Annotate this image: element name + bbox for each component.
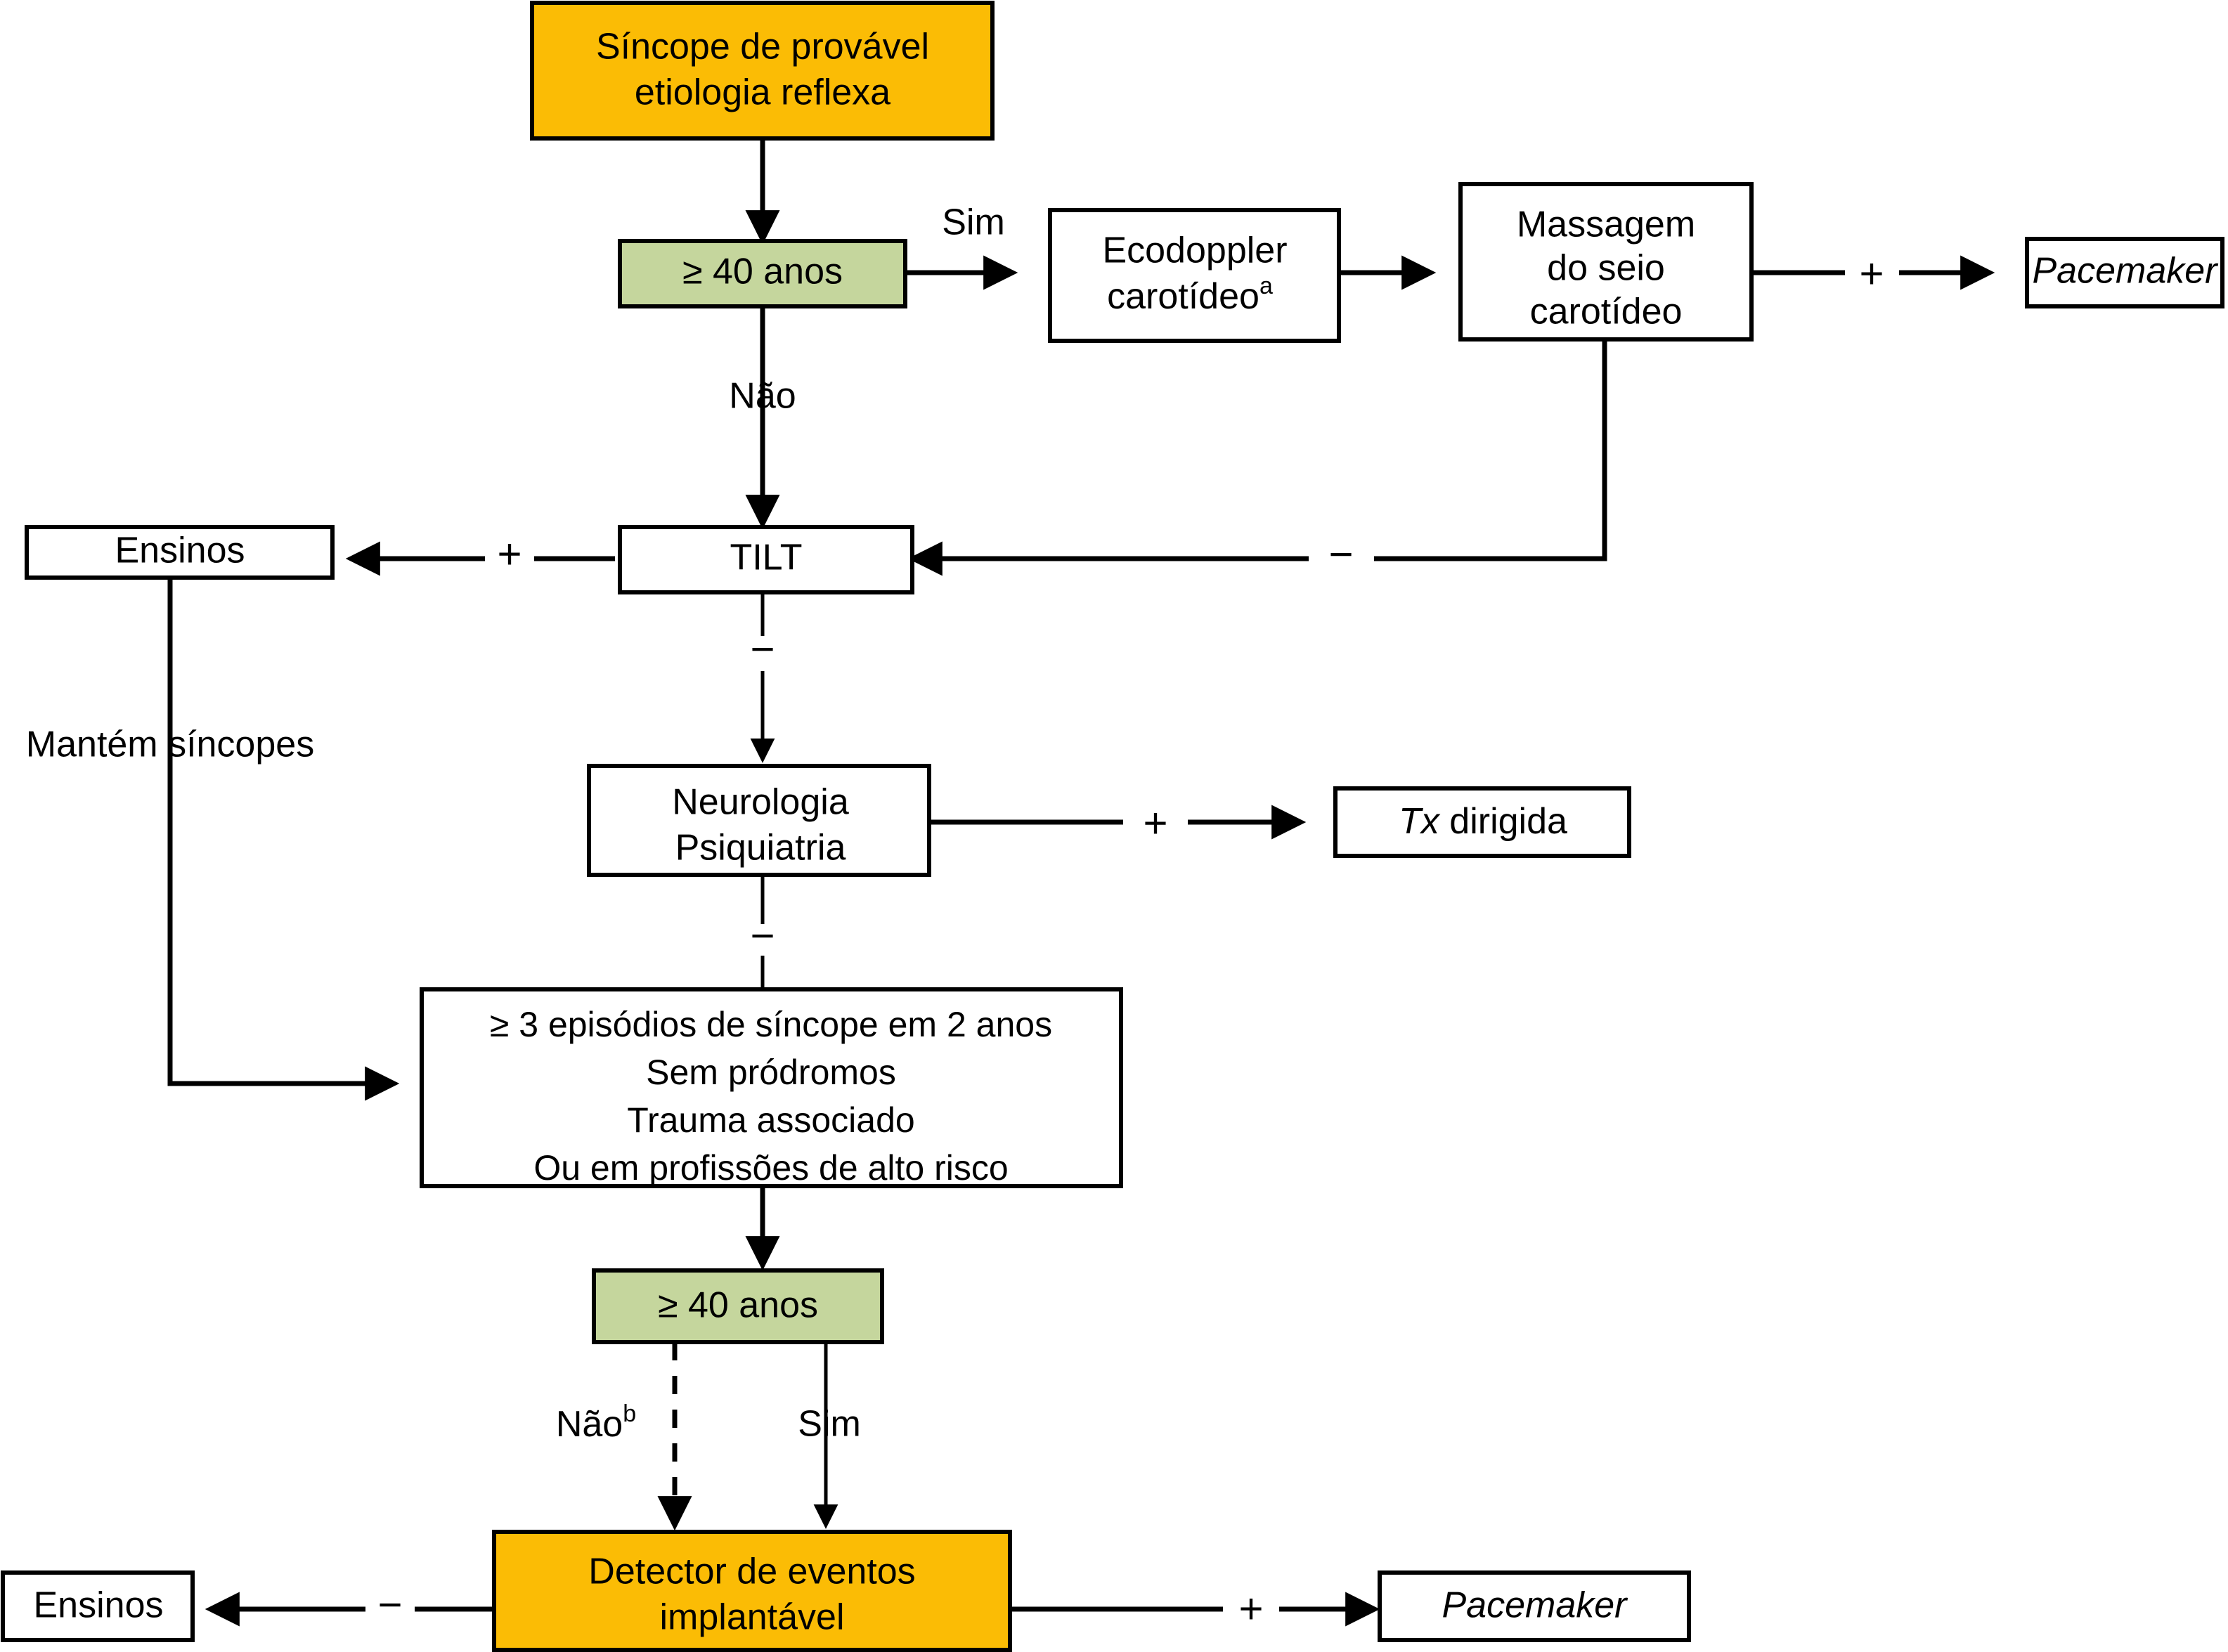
node-massagem-line3: carotídeo: [1530, 292, 1683, 332]
node-age-first-label: ≥ 40 anos: [682, 252, 843, 292]
edge-label-nao-bottom: Nãob: [556, 1400, 636, 1445]
node-pacemaker-top-label: Pacemaker: [2033, 251, 2220, 292]
edge-label-minus-massagem: −: [1328, 531, 1353, 578]
node-ensinos-bottom-label: Ensinos: [34, 1585, 164, 1626]
node-detector[interactable]: Detector de eventos implantável: [492, 1530, 1012, 1652]
node-neuro-line2: Psiquiatria: [675, 828, 846, 869]
node-start-line1: Síncope de provável: [596, 27, 929, 67]
edge-label-plus-massagem: +: [1859, 250, 1884, 297]
node-age-second-label: ≥ 40 anos: [658, 1285, 818, 1326]
node-tilt-label: TILT: [730, 538, 802, 578]
node-ensinos-top-label: Ensinos: [115, 531, 245, 571]
node-tx-dirigida-italic: Tx: [1399, 801, 1441, 842]
node-ecodoppler[interactable]: Ecodoppler carotídeoa: [1048, 208, 1341, 343]
node-pacemaker-top[interactable]: Pacemaker: [2025, 237, 2224, 308]
node-massagem-line2: do seio: [1547, 248, 1665, 289]
edge-label-minus-detector: −: [377, 1581, 402, 1628]
edge-label-sim-top: Sim: [942, 202, 1005, 243]
node-ecodoppler-line2: carotídeoa: [1107, 273, 1273, 317]
node-massagem[interactable]: Massagem do seio carotídeo: [1458, 182, 1754, 342]
edge-label-plus-tilt: +: [497, 531, 522, 578]
node-criteria-line-3: Trauma associado: [627, 1100, 914, 1140]
node-detector-line2: implantável: [659, 1597, 844, 1638]
edge-label-nao-bottom-text: Não: [556, 1404, 623, 1445]
node-age-second[interactable]: ≥ 40 anos: [592, 1268, 884, 1344]
node-pacemaker-bottom-label: Pacemaker: [1442, 1585, 1629, 1626]
node-criteria-line-4: Ou em profissões de alto risco: [533, 1148, 1008, 1188]
node-tx-dirigida[interactable]: Tx dirigida: [1333, 786, 1631, 858]
node-criteria-line-2: Sem pródromos: [646, 1053, 896, 1092]
edge-label-mantem-sincopes: Mantém síncopes: [26, 724, 314, 765]
node-criteria-line-1: ≥ 3 episódios de síncope em 2 anos: [490, 1005, 1052, 1044]
node-start-line2: etiologia reflexa: [635, 72, 890, 113]
edge-massagem-to-tilt: [907, 339, 1607, 576]
edge-ensinos-top-to-criteria: [167, 578, 400, 1101]
node-age-first[interactable]: ≥ 40 anos: [618, 239, 907, 308]
edge-label-minus-tilt: −: [750, 625, 775, 672]
node-pacemaker-bottom[interactable]: Pacemaker: [1378, 1570, 1691, 1642]
node-criteria[interactable]: ≥ 3 episódios de síncope em 2 anos Sem p…: [420, 987, 1123, 1188]
node-tx-dirigida-label: Tx dirigida: [1399, 801, 1567, 842]
node-neuro[interactable]: Neurologia Psiquiatria: [587, 764, 931, 877]
edge-label-nao-top: Não: [729, 376, 796, 417]
node-ecodoppler-line1: Ecodoppler: [1102, 230, 1287, 271]
node-ensinos-top[interactable]: Ensinos: [25, 525, 335, 580]
edge-label-plus-neuro: +: [1143, 800, 1167, 847]
node-massagem-line1: Massagem: [1517, 204, 1695, 245]
edge-label-plus-detector: +: [1238, 1585, 1263, 1632]
node-ensinos-bottom[interactable]: Ensinos: [1, 1570, 195, 1642]
edge-label-nao-bottom-superscript: b: [623, 1400, 636, 1427]
node-tx-dirigida-rest: dirigida: [1439, 801, 1567, 842]
node-ecodoppler-line2-text: carotídeo: [1107, 276, 1259, 317]
node-neuro-line1: Neurologia: [672, 782, 849, 823]
edge-label-sim-bottom: Sim: [798, 1404, 861, 1445]
node-detector-line1: Detector de eventos: [588, 1552, 915, 1592]
node-tilt[interactable]: TILT: [618, 525, 914, 594]
node-start[interactable]: Síncope de provável etiologia reflexa: [530, 1, 995, 141]
edge-label-minus-neuro: −: [750, 912, 775, 959]
node-ecodoppler-superscript: a: [1259, 273, 1273, 299]
